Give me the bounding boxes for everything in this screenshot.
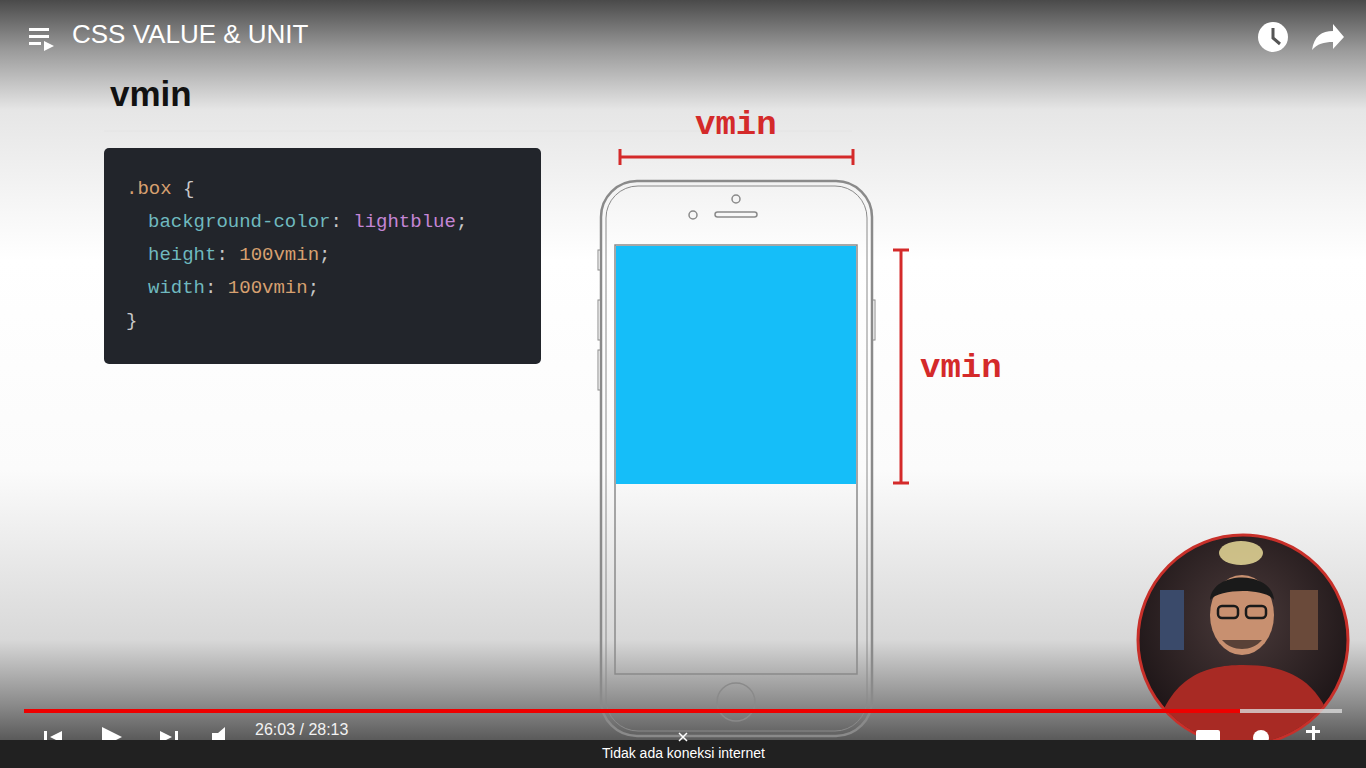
code-line: height: 100vmin; xyxy=(126,239,519,272)
css-semicolon: ; xyxy=(319,244,330,266)
code-line: background-color: lightblue; xyxy=(126,206,519,239)
code-block: .box {background-color: lightblue;height… xyxy=(104,148,541,364)
css-brace: } xyxy=(126,310,137,332)
share-icon xyxy=(1312,24,1344,50)
progress-track xyxy=(24,709,1342,713)
css-brace: { xyxy=(172,178,195,200)
css-selector: .box xyxy=(126,178,172,200)
css-value: 100vmin xyxy=(216,277,307,299)
dimension-label: vmin xyxy=(920,349,1002,387)
video-title: CSS VALUE & UNIT xyxy=(72,19,308,50)
css-value: lightblue xyxy=(342,211,456,233)
dimension-bracket xyxy=(620,149,909,483)
css-colon: : xyxy=(330,211,341,233)
vmin-box xyxy=(616,246,856,484)
phone-drawing xyxy=(598,181,875,736)
css-semicolon: ; xyxy=(456,211,467,233)
code-line: } xyxy=(126,305,519,338)
progress-played xyxy=(24,709,1240,713)
css-property: background-color xyxy=(148,211,330,233)
playlist-icon xyxy=(29,28,54,51)
css-value: 100vmin xyxy=(228,244,319,266)
code-line: width: 100vmin; xyxy=(126,272,519,305)
css-semicolon: ; xyxy=(308,277,319,299)
slide-heading: vmin xyxy=(110,74,192,114)
css-colon: : xyxy=(205,277,216,299)
css-property: height xyxy=(148,244,216,266)
css-property: width xyxy=(148,277,205,299)
time-display: 26:03 / 28:13 xyxy=(255,721,348,739)
clock-icon xyxy=(1258,22,1288,52)
code-line: .box { xyxy=(126,173,519,206)
close-mark xyxy=(679,733,687,741)
offline-toast: Tidak ada koneksi internet xyxy=(602,745,765,761)
dimension-label: vmin xyxy=(695,106,777,144)
css-colon: : xyxy=(216,244,227,266)
presenter-webcam xyxy=(1138,535,1348,760)
toast-bar xyxy=(0,740,1366,768)
